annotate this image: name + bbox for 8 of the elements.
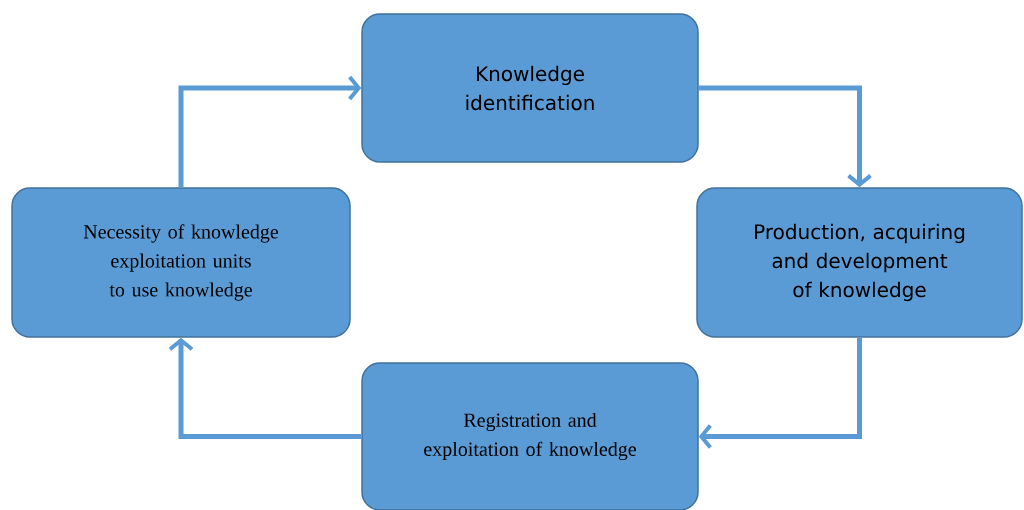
arrow	[178, 75, 362, 188]
process-box: Production, acquiring and development of knowledge	[696, 187, 1023, 338]
arrow	[698, 85, 872, 188]
process-box: Registration and exploitation of knowledge	[361, 362, 699, 510]
process-box: Knowledge identification	[361, 13, 699, 163]
arrow	[168, 337, 362, 439]
arrow	[698, 337, 862, 449]
process-box: Necessity of knowledge exploitation units to use knowledge	[11, 187, 351, 338]
